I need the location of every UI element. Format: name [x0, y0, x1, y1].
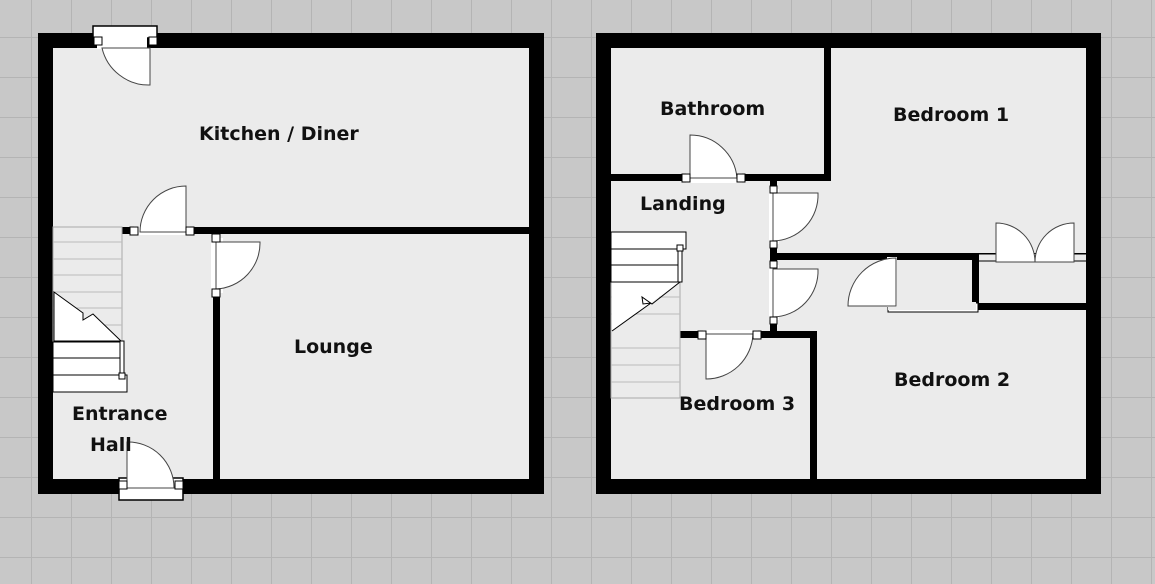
cupboard-door-icon: [847, 257, 979, 313]
bedroom-1-room-lower: [770, 181, 1086, 253]
front-door-icon: [118, 441, 184, 501]
lounge-room: [220, 234, 529, 479]
wardrobe-double-door-icon: [979, 222, 1086, 263]
kitchen-diner-label: Kitchen / Diner: [199, 123, 359, 145]
back-door-icon: [92, 25, 158, 86]
first-floor-stairs-icon: [610, 231, 687, 399]
bedroom-1-label: Bedroom 1: [893, 104, 1010, 126]
bathroom-label: Bathroom: [660, 98, 766, 120]
bedroom-2-door-icon: [769, 260, 819, 325]
bedroom-3-door-icon: [697, 330, 762, 380]
bathroom-bedroom1-wall: [824, 48, 831, 181]
entrance-hall-label-line1: Entrance: [72, 403, 168, 425]
bedroom-2-label: Bedroom 2: [894, 369, 1011, 391]
landing-label: Landing: [640, 193, 726, 215]
lounge-door-icon: [211, 233, 261, 298]
bedroom-1-door-icon: [769, 185, 819, 249]
wardrobe-wall-bottom: [972, 303, 1086, 310]
wardrobe-wall-vertical: [972, 253, 979, 310]
bedroom1-bedroom2-wall: [770, 253, 979, 260]
bedroom-3-label: Bedroom 3: [679, 393, 796, 415]
bathroom-door-icon: [681, 134, 746, 183]
hall-lounge-wall: [213, 234, 220, 479]
bedroom-2-room: [770, 260, 1086, 479]
kitchen-lounge-wall: [53, 227, 529, 234]
kitchen-door-icon: [129, 185, 195, 236]
lounge-label: Lounge: [294, 336, 373, 358]
bedroom3-bedroom2-wall: [810, 331, 817, 479]
entrance-hall-label-line2: Hall: [90, 434, 132, 456]
ground-floor-stairs-icon: [52, 226, 128, 393]
